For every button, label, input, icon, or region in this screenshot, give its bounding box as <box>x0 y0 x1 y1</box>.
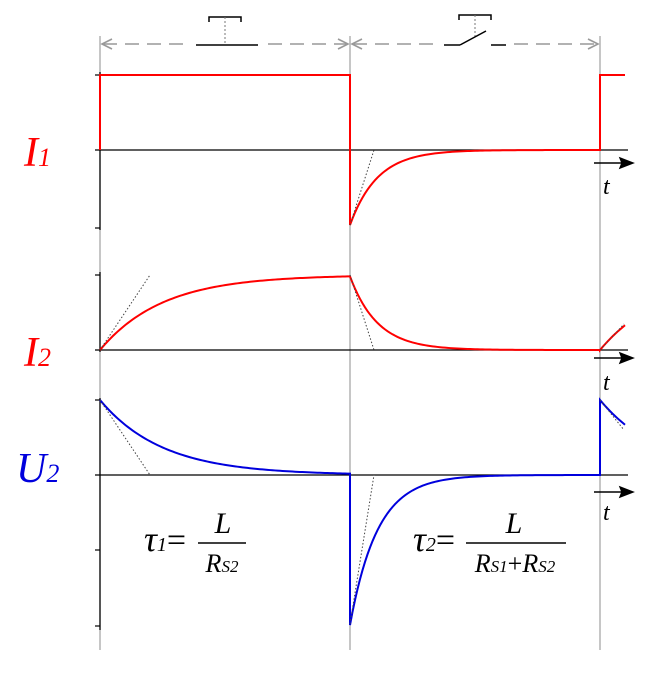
i1-curve <box>99 74 625 226</box>
t-label-i2: t <box>603 370 611 396</box>
closed-switch-icon <box>196 16 258 46</box>
phase-arrows <box>100 38 600 50</box>
i2-curve <box>99 275 626 353</box>
time-arrows <box>594 156 635 499</box>
tau2-numerator: L <box>505 507 523 540</box>
tau1-formula: τ1= L RS2 <box>144 507 246 578</box>
tau1-numerator: L <box>214 507 232 540</box>
u2-curve <box>99 397 626 626</box>
svg-text:τ1=: τ1= <box>144 519 186 559</box>
tau2-formula: τ2= L RS1+RS2 <box>413 507 566 578</box>
tau1-denominator: RS2 <box>205 549 239 578</box>
u2-label: U2 <box>16 446 59 492</box>
i1-label: I1 <box>23 130 51 176</box>
tangent-lines <box>99 149 625 625</box>
open-switch-icon <box>444 14 506 46</box>
t-label-u2: t <box>603 500 611 526</box>
t-label-i1: t <box>603 174 611 200</box>
svg-text:τ2=: τ2= <box>413 519 455 559</box>
tau2-denominator: RS1+RS2 <box>474 549 556 578</box>
i2-label: I2 <box>23 330 51 376</box>
